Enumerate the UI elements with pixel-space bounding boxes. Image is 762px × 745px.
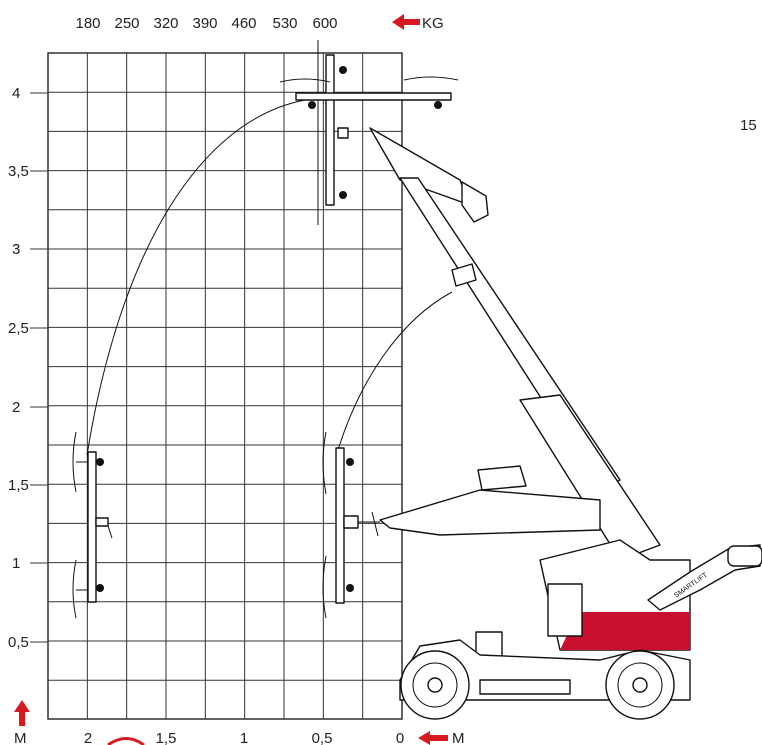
- bottom-label-0.5: 0,5: [312, 730, 333, 745]
- control-panel: [547, 583, 583, 637]
- left-label-0.5: 0,5: [8, 634, 29, 651]
- frame-near-bar: [335, 447, 345, 604]
- left-height-axis: 4 3,5 3 2,5 2 1,5 1 0,5 M: [8, 85, 48, 745]
- grid-vertical-lines: [86, 53, 364, 719]
- bottom-label-1: 1: [240, 730, 248, 745]
- suction-frame-top: [279, 40, 459, 225]
- left-label-2: 2: [12, 399, 20, 416]
- frame-top-bar: [325, 54, 335, 206]
- cup-extended-lower: [72, 559, 77, 619]
- frame-top-horizontal: [295, 92, 452, 101]
- left-label-1.5: 1,5: [8, 477, 29, 494]
- boom-cylinder: [519, 394, 661, 561]
- suction-frame-extended: [72, 431, 113, 619]
- load-label-600: 600: [312, 15, 337, 32]
- grid: [47, 52, 403, 720]
- left-label-3: 3: [12, 241, 20, 258]
- kg-unit-label: KG: [422, 15, 444, 32]
- suction-frame-near: [322, 431, 380, 619]
- wheel-rear: [605, 650, 675, 720]
- left-label-4: 4: [12, 85, 20, 102]
- grid-horizontal-lines: [48, 91, 402, 681]
- inner-reach-arc: [337, 291, 453, 451]
- lower-arm: [379, 489, 601, 536]
- bottom-label-1.5: 1,5: [156, 730, 177, 745]
- bottom-label-2: 2: [84, 730, 92, 745]
- left-label-3.5: 3,5: [8, 163, 29, 180]
- top-load-scale: 180 250 320 390 460 530 600 KG: [75, 14, 444, 32]
- bottom-distance-axis: 2 1,5 1 0,5 0 M: [84, 730, 465, 745]
- red-logo-fragment: [107, 737, 145, 745]
- left-arrow-icon: [418, 731, 448, 745]
- load-label-320: 320: [153, 15, 178, 32]
- red-body-panel: [560, 612, 690, 650]
- wheel-front: [400, 650, 470, 720]
- left-unit-label: M: [14, 730, 27, 745]
- load-label-180: 180: [75, 15, 100, 32]
- up-arrow-icon: [14, 700, 30, 726]
- left-label-1: 1: [12, 555, 20, 572]
- right-edge-text: 15: [740, 117, 757, 134]
- load-label-390: 390: [192, 15, 217, 32]
- frame-extended-bar: [87, 451, 97, 603]
- left-label-2.5: 2,5: [8, 320, 29, 337]
- bottom-label-0: 0: [396, 730, 404, 745]
- grid-border: [47, 52, 403, 720]
- kg-arrow-icon: [392, 14, 420, 30]
- load-label-530: 530: [272, 15, 297, 32]
- load-label-460: 460: [231, 15, 256, 32]
- machine: SMARTLIFT: [369, 127, 762, 720]
- cup-extended-upper: [72, 431, 77, 493]
- bottom-unit-label: M: [452, 730, 465, 745]
- load-label-250: 250: [114, 15, 139, 32]
- outer-reach-arc: [86, 99, 306, 456]
